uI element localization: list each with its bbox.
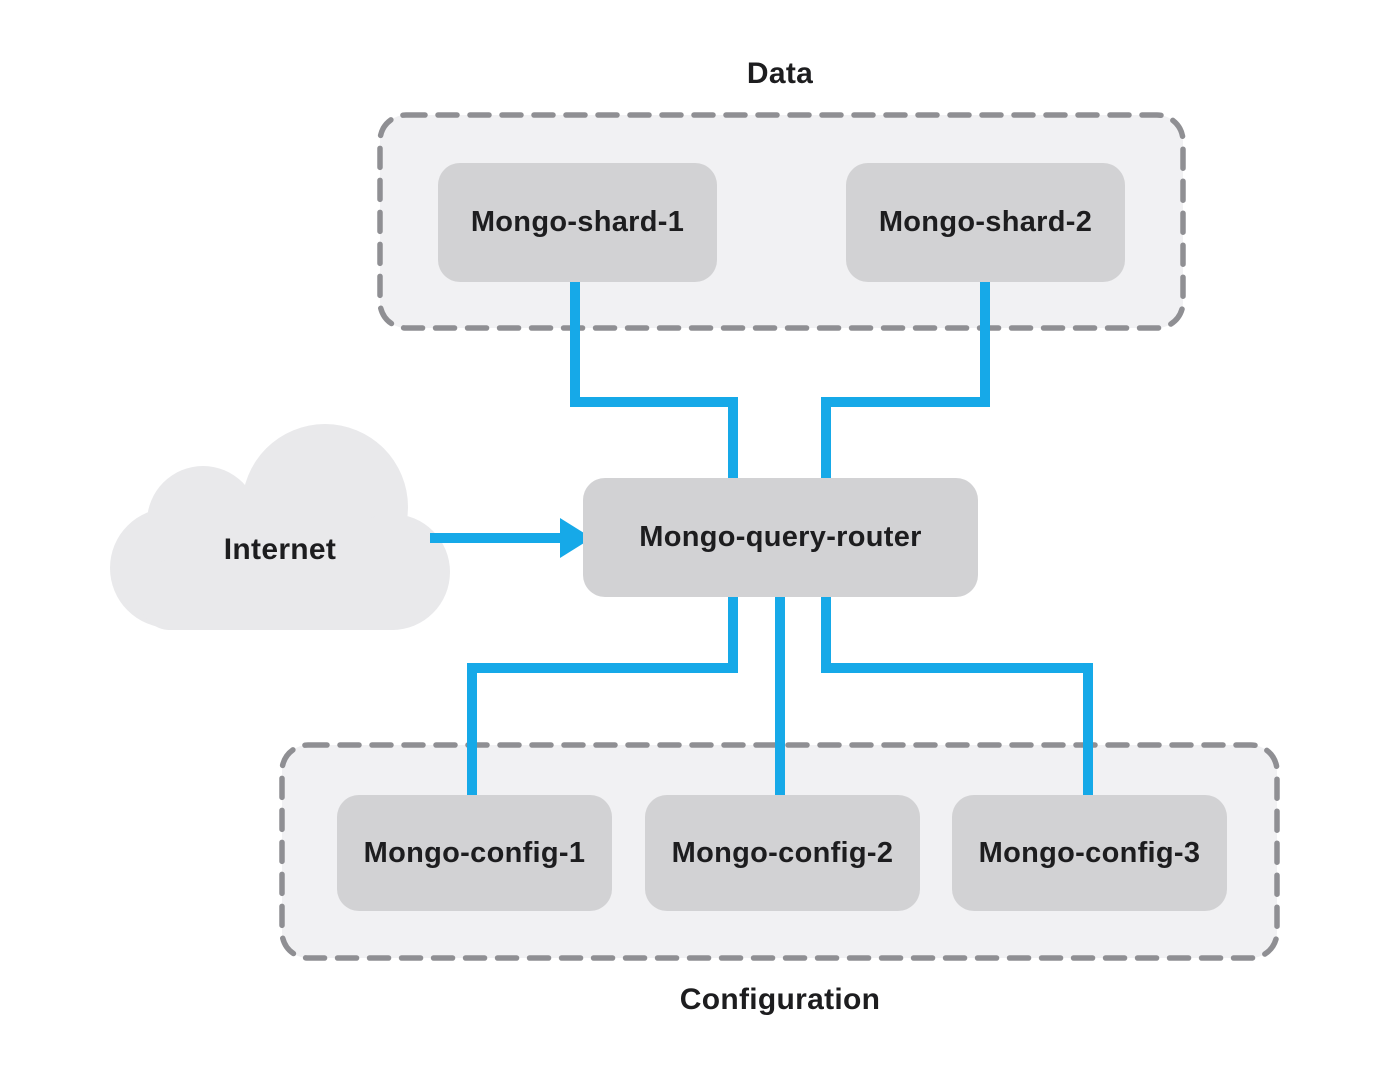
node-mongo-shard-2: Mongo-shard-2	[846, 163, 1125, 282]
node-mongo-config-3-label: Mongo-config-3	[978, 836, 1201, 869]
config-group-label: Configuration	[679, 983, 881, 1016]
node-mongo-query-router: Mongo-query-router	[583, 478, 978, 597]
cloud-icon	[110, 424, 450, 630]
connector-router-config3	[821, 597, 1093, 795]
connector-shard2-router	[821, 282, 990, 478]
node-mongo-config-2-label: Mongo-config-2	[671, 836, 894, 869]
node-mongo-query-router-label: Mongo-query-router	[639, 521, 922, 553]
node-mongo-config-2: Mongo-config-2	[645, 795, 920, 911]
node-mongo-config-1: Mongo-config-1	[337, 795, 612, 911]
node-mongo-shard-1: Mongo-shard-1	[438, 163, 717, 282]
node-mongo-shard-1-label: Mongo-shard-1	[470, 206, 685, 238]
internet-arrow	[430, 518, 592, 558]
data-group-label: Data	[746, 57, 814, 90]
node-mongo-config-3: Mongo-config-3	[952, 795, 1227, 911]
node-mongo-config-1-label: Mongo-config-1	[363, 836, 586, 869]
node-mongo-shard-2-label: Mongo-shard-2	[878, 206, 1093, 238]
internet-cloud-label: Internet	[223, 533, 337, 566]
connector-shard1-router	[570, 282, 738, 478]
connector-router-config1	[467, 597, 738, 795]
